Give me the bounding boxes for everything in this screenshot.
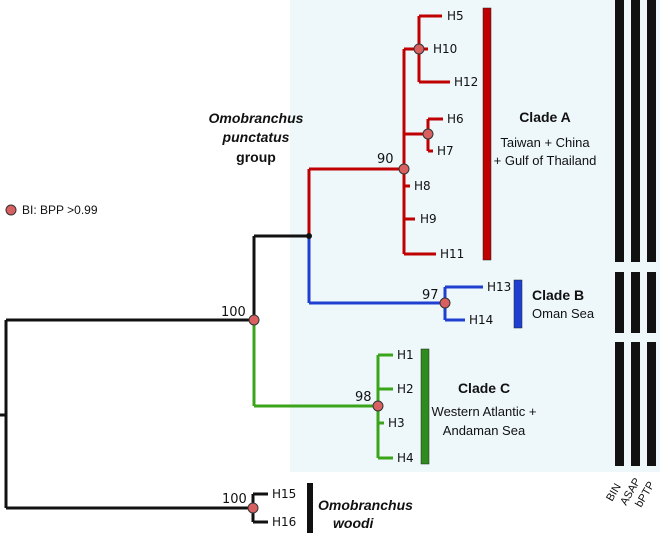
tip-h1: H1 <box>397 348 414 362</box>
stem-branches <box>0 234 309 524</box>
clade-c-desc-line2: Andaman Sea <box>443 423 526 438</box>
legend-bi-node-icon <box>5 204 17 216</box>
clade-a-title: Clade A <box>519 109 571 125</box>
bi-node-h5h10h12 <box>413 43 425 55</box>
asap-bar-3 <box>631 342 640 466</box>
method-bars <box>615 0 656 466</box>
clade-c-desc-line1: Western Atlantic + <box>432 404 537 419</box>
tip-h7: H7 <box>437 144 454 158</box>
tip-h15: H15 <box>272 487 296 501</box>
asap-bar-2 <box>631 272 640 333</box>
tip-h5: H5 <box>447 9 464 23</box>
tip-h6: H6 <box>447 112 464 126</box>
asap-bar-1 <box>631 0 640 262</box>
clade-a-desc-line1: Taiwan + China <box>500 135 590 150</box>
bi-node-clade-a <box>398 163 410 175</box>
clade-b-desc-line1: Oman Sea <box>532 306 595 321</box>
tip-h12: H12 <box>454 75 478 89</box>
tip-h2: H2 <box>397 382 414 396</box>
tip-h8: H8 <box>414 179 431 193</box>
tip-h10: H10 <box>433 42 457 56</box>
group-label-line2: punctatus <box>222 129 290 145</box>
bi-node-clade-c <box>372 400 384 412</box>
tip-h16: H16 <box>272 515 296 529</box>
clade-c-title: Clade C <box>458 380 510 396</box>
group-label-line1: Omobranchus <box>209 110 304 126</box>
support-clade-a: 90 <box>377 152 394 167</box>
bptp-bar-3 <box>647 342 656 466</box>
outgroup-label-line2: woodi <box>333 515 375 531</box>
tip-h4: H4 <box>397 451 414 465</box>
tip-h13: H13 <box>487 280 511 294</box>
ingroup-background-panel <box>290 0 660 472</box>
bi-node-ingroup <box>248 314 260 326</box>
support-ingroup: 100 <box>221 305 246 320</box>
bi-node-clade-b <box>439 297 451 309</box>
outgroup-label-line1: Omobranchus <box>318 497 413 513</box>
bin-bar-2 <box>615 272 624 333</box>
clade-b-title: Clade B <box>532 287 584 303</box>
tip-h14: H14 <box>469 313 493 327</box>
ab-split-node <box>306 233 312 239</box>
clade-b-bar <box>513 279 523 329</box>
support-woodi: 100 <box>222 492 247 507</box>
bin-bar-3 <box>615 342 624 466</box>
bptp-bar-1 <box>647 0 656 262</box>
group-label-line3: group <box>236 149 276 165</box>
bi-node-woodi <box>247 502 259 514</box>
bin-bar-1 <box>615 0 624 262</box>
woodi-bar <box>307 483 313 533</box>
bi-node-h6h7 <box>422 128 434 140</box>
bptp-bar-2 <box>647 272 656 333</box>
legend-text: BI: BPP >0.99 <box>22 203 98 217</box>
support-clade-b: 97 <box>422 288 439 303</box>
support-clade-c: 98 <box>355 390 372 405</box>
tip-h11: H11 <box>440 247 464 261</box>
clade-c-bar <box>420 348 430 465</box>
tip-h3: H3 <box>388 416 405 430</box>
bi-support-nodes <box>247 43 451 514</box>
tip-h9: H9 <box>420 212 437 226</box>
clade-a-bar <box>482 7 492 261</box>
clade-a-desc-line2: + Gulf of Thailand <box>494 153 597 168</box>
